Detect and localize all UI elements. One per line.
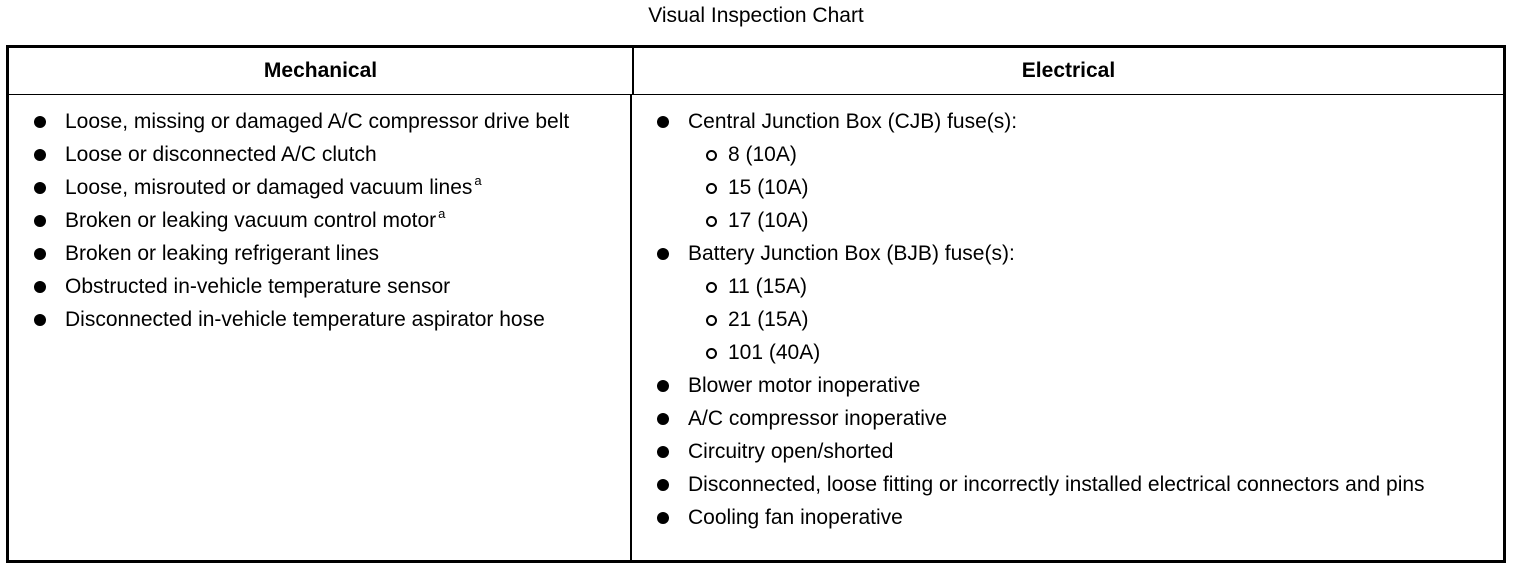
list-item: Loose, missing or damaged A/C compressor… (9, 107, 630, 137)
list-item: Battery Junction Box (BJB) fuse(s): 11 (1… (632, 239, 1503, 368)
bullet-dot-icon (34, 215, 46, 227)
circle-bullet-icon (706, 183, 717, 194)
bullet-dot-icon (34, 281, 46, 293)
circle-bullet-icon (706, 216, 717, 227)
bullet-dot-icon (657, 248, 669, 260)
electrical-item-text: A/C compressor inoperative (688, 407, 948, 430)
mechanical-item-text: Obstructed in-vehicle temperature sensor (65, 275, 451, 298)
list-item: Broken or leaking refrigerant lines (9, 239, 630, 269)
electrical-cell: Central Junction Box (CJB) fuse(s): 8 (10… (632, 95, 1503, 560)
bullet-dot-icon (657, 413, 669, 425)
bullet-dot-icon (657, 446, 669, 458)
mechanical-cell: Loose, missing or damaged A/C compressor… (9, 95, 632, 560)
fuse-subitem-text: 15 (10A) (728, 176, 809, 199)
list-item: Obstructed in-vehicle temperature sensor (9, 272, 630, 302)
bullet-dot-icon (34, 314, 46, 326)
mechanical-list: Loose, missing or damaged A/C compressor… (9, 107, 630, 335)
mechanical-column-header: Mechanical (9, 48, 634, 94)
list-item: Central Junction Box (CJB) fuse(s): 8 (10… (632, 107, 1503, 236)
footnote-marker: a (474, 173, 482, 188)
fuse-subitem: 11 (15A) (688, 272, 1473, 302)
electrical-column-header: Electrical (1021, 59, 1116, 82)
fuse-subitem-text: 11 (15A) (728, 275, 807, 298)
table-body-row: Loose, missing or damaged A/C compressor… (9, 95, 1503, 560)
list-item: Disconnected, loose fitting or incorrect… (632, 470, 1503, 500)
circle-bullet-icon (706, 348, 717, 359)
list-item: Loose, misrouted or damaged vacuum lines… (9, 173, 630, 203)
chart-title: Visual Inspection Chart (648, 4, 864, 27)
bullet-dot-icon (34, 248, 46, 260)
bullet-dot-icon (34, 149, 46, 161)
mechanical-item-text: Disconnected in-vehicle temperature aspi… (65, 308, 545, 331)
table-header-row: Mechanical Electrical (9, 48, 1503, 95)
electrical-item-text: Cooling fan inoperative (688, 506, 903, 529)
bullet-dot-icon (34, 182, 46, 194)
fuse-subitem: 21 (15A) (688, 305, 1473, 335)
circle-bullet-icon (706, 315, 717, 326)
fuse-subitem-text: 21 (15A) (728, 308, 809, 331)
fuse-subitem-text: 101 (40A) (728, 341, 821, 364)
electrical-item-text: Battery Junction Box (BJB) fuse(s): (688, 242, 1015, 265)
fuse-subitem-text: 17 (10A) (728, 209, 809, 232)
fuse-subitem: 101 (40A) (688, 338, 1473, 368)
bullet-dot-icon (657, 116, 669, 128)
fuse-sublist: 11 (15A) 21 (15A) 101 (40A) (688, 272, 1473, 368)
mechanical-item-text: Loose, missing or damaged A/C compressor… (65, 110, 570, 133)
list-item: Disconnected in-vehicle temperature aspi… (9, 305, 630, 335)
electrical-item-text: Blower motor inoperative (688, 374, 921, 397)
mechanical-item-text: Loose, misrouted or damaged vacuum lines (65, 176, 473, 199)
electrical-item-text: Circuitry open/shorted (688, 440, 894, 463)
electrical-list: Central Junction Box (CJB) fuse(s): 8 (10… (632, 107, 1503, 533)
list-item: Cooling fan inoperative (632, 503, 1503, 533)
fuse-subitem-text: 8 (10A) (728, 143, 797, 166)
mechanical-item-text: Broken or leaking refrigerant lines (65, 242, 379, 265)
mechanical-item-text: Broken or leaking vacuum control motor (65, 209, 437, 232)
fuse-subitem: 15 (10A) (688, 173, 1473, 203)
bullet-dot-icon (657, 512, 669, 524)
electrical-item-text: Central Junction Box (CJB) fuse(s): (688, 110, 1018, 133)
list-item: A/C compressor inoperative (632, 404, 1503, 434)
list-item: Loose or disconnected A/C clutch (9, 140, 630, 170)
fuse-subitem: 8 (10A) (688, 140, 1473, 170)
circle-bullet-icon (706, 150, 717, 161)
fuse-sublist: 8 (10A) 15 (10A) 17 (10A) (688, 140, 1473, 236)
circle-bullet-icon (706, 282, 717, 293)
electrical-item-text: Disconnected, loose fitting or incorrect… (688, 473, 1425, 496)
bullet-dot-icon (657, 479, 669, 491)
list-item: Blower motor inoperative (632, 371, 1503, 401)
bullet-dot-icon (34, 116, 46, 128)
list-item: Circuitry open/shorted (632, 437, 1503, 467)
mechanical-item-text: Loose or disconnected A/C clutch (65, 143, 377, 166)
footnote-marker: a (438, 206, 446, 221)
bullet-dot-icon (657, 380, 669, 392)
fuse-subitem: 17 (10A) (688, 206, 1473, 236)
visual-inspection-table: Mechanical Electrical Loose, missing or … (6, 45, 1506, 563)
